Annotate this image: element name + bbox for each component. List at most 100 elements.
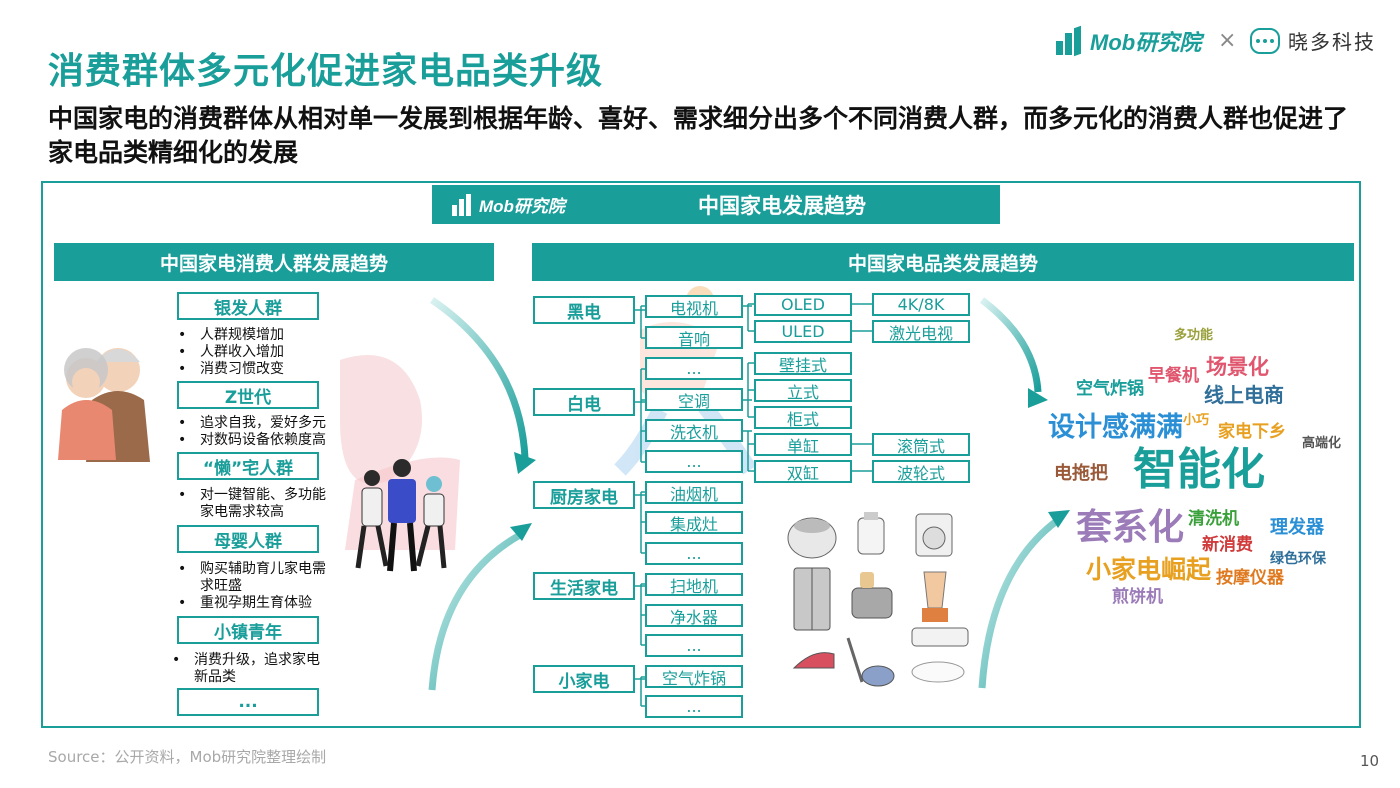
wordcloud-term: 小家电崛起 [1086, 555, 1212, 584]
young-people-illustration [340, 355, 460, 572]
item-air-conditioner: 空调 [645, 388, 743, 411]
source-note: Source：公开资料，Mob研究院整理绘制 [48, 748, 327, 766]
partner-logo: 晓多科技 [1250, 26, 1376, 55]
content-frame [41, 181, 1361, 728]
item-washer: 洗衣机 [645, 419, 743, 442]
bullet-item-continued: 求旺盛 [200, 578, 242, 594]
wordcloud-term: 按摩仪器 [1216, 568, 1284, 588]
mob-logo-icon [452, 193, 476, 216]
washing-machine-icon [915, 513, 953, 557]
wordcloud-term: 套系化 [1076, 507, 1185, 548]
subitem-twin-tub: 双缸 [754, 460, 852, 483]
left-panel-heading: 中国家电消费人群发展趋势 [54, 243, 494, 281]
subitem-single-tub: 单缸 [754, 433, 852, 456]
wordcloud-term: 清洗机 [1188, 509, 1239, 529]
iron-icon [792, 652, 835, 669]
rice-cooker-icon [787, 517, 837, 559]
bullet-item: 购买辅助育儿家电需 [178, 561, 326, 578]
subitem-4k8k: 4K/8K [872, 293, 970, 316]
group-maternal: 母婴人群 [177, 525, 319, 553]
arrow-heads [510, 388, 1070, 541]
group-silver: 银发人群 [177, 292, 319, 320]
main-banner: Mob研究院 中国家电发展趋势 [432, 185, 1000, 224]
bullets-silver: 人群规模增加 人群收入增加 消费习惯改变 [178, 327, 284, 378]
item-more: ... [645, 634, 743, 657]
refrigerator-icon [793, 567, 831, 631]
tree-lines [635, 303, 872, 707]
subitem-wall-mounted: 壁挂式 [754, 352, 852, 375]
category-white-appliances: 白电 [533, 388, 635, 416]
wordcloud-term: 设计感满满 [1048, 412, 1183, 443]
partner-logo-text: 晓多科技 [1288, 30, 1376, 54]
item-more: ... [645, 695, 743, 718]
chat-bubble-icon [1250, 27, 1280, 54]
category-kitchen-appliances: 厨房家电 [533, 481, 635, 509]
item-more: ... [645, 450, 743, 473]
bullet-item: 人群收入增加 [178, 344, 284, 361]
mob-logo: Mob研究院 [1056, 25, 1202, 57]
bullet-item: 重视孕期生育体验 [178, 595, 326, 612]
ceiling-light-icon [911, 661, 965, 683]
category-small-appliances: 小家电 [533, 665, 635, 693]
wordcloud-term: 早餐机 [1148, 366, 1199, 386]
wordcloud-term: 家电下乡 [1218, 422, 1286, 442]
bullet-item: 对数码设备依赖度高 [178, 432, 326, 449]
toaster-icon [851, 572, 893, 619]
subitem-drum: 滚筒式 [872, 433, 970, 456]
bullets-homebody: 对一键智能、多功能 家电需求较高 [178, 487, 326, 521]
subitem-cabinet: 柜式 [754, 406, 852, 429]
mob-logo-icon [1056, 25, 1086, 57]
item-tv: 电视机 [645, 295, 743, 318]
kettle-icon [857, 512, 885, 555]
right-panel-heading: 中国家电品类发展趋势 [532, 243, 1354, 281]
wordcloud-term: 小巧 [1183, 413, 1210, 428]
wordcloud-term: 煎饼机 [1112, 587, 1163, 607]
banner-logo: Mob研究院 [452, 192, 592, 217]
item-more: ... [645, 542, 743, 565]
bullet-item: 人群规模增加 [178, 327, 284, 344]
item-water-purifier: 净水器 [645, 604, 743, 627]
item-more: ... [645, 357, 743, 380]
mob-logo-text: Mob研究院 [1090, 30, 1202, 55]
banner-logo-text: Mob研究院 [479, 197, 565, 216]
item-integrated-stove: 集成灶 [645, 511, 743, 534]
page-number: 10 [1360, 752, 1380, 770]
subitem-laser-tv: 激光电视 [872, 320, 970, 343]
bullets-small-town: 消费升级，追求家电 新品类 [172, 652, 320, 686]
item-robot-vacuum: 扫地机 [645, 573, 743, 596]
category-living-appliances: 生活家电 [533, 572, 635, 600]
wordcloud-term: 线上电商 [1204, 383, 1284, 407]
wordcloud-term: 电拖把 [1054, 463, 1108, 484]
connector-arrows [428, 297, 1061, 691]
vacuum-icon [846, 637, 895, 687]
group-gen-z: Z世代 [177, 381, 319, 409]
bullet-item-continued: 家电需求较高 [200, 504, 284, 520]
logo-separator: × [1218, 28, 1237, 53]
bullet-item: 对一键智能、多功能 [178, 487, 326, 504]
banner-title: 中国家电发展趋势 [698, 193, 866, 218]
wordcloud-term: 智能化 [1133, 444, 1265, 495]
page-subtitle: 中国家电的消费群体从相对单一发展到根据年龄、喜好、需求细分出多个不同消费人群，而… [48, 104, 1349, 167]
group-more: ... [177, 688, 319, 716]
blender-icon [922, 571, 948, 622]
subitem-oled: OLED [754, 293, 852, 316]
item-range-hood: 油烟机 [645, 481, 743, 504]
wordcloud-term: 高端化 [1302, 436, 1342, 451]
subitem-uled: ULED [754, 320, 852, 343]
wordcloud-term: 场景化 [1206, 355, 1269, 379]
subitem-standing: 立式 [754, 379, 852, 402]
bullets-maternal: 购买辅助育儿家电需 求旺盛 重视孕期生育体验 [178, 561, 326, 612]
bullet-item-continued: 新品类 [194, 669, 236, 685]
category-black-appliances: 黑电 [533, 296, 635, 324]
bullets-gen-z: 追求自我，爱好多元 对数码设备依赖度高 [178, 415, 326, 449]
subitem-pulsator: 波轮式 [872, 460, 970, 483]
page-title: 消费群体多元化促进家电品类升级 [48, 51, 604, 92]
wordcloud-term: 理发器 [1270, 517, 1324, 538]
bullet-item: 消费升级，追求家电 [172, 652, 320, 669]
air-conditioner-icon [911, 627, 969, 647]
elderly-couple-illustration [58, 348, 150, 462]
bullet-item: 消费习惯改变 [178, 361, 284, 378]
wordcloud-term: 新消费 [1202, 535, 1253, 555]
wordcloud-term: 空气炸锅 [1076, 379, 1144, 399]
bullet-item: 追求自我，爱好多元 [178, 415, 326, 432]
